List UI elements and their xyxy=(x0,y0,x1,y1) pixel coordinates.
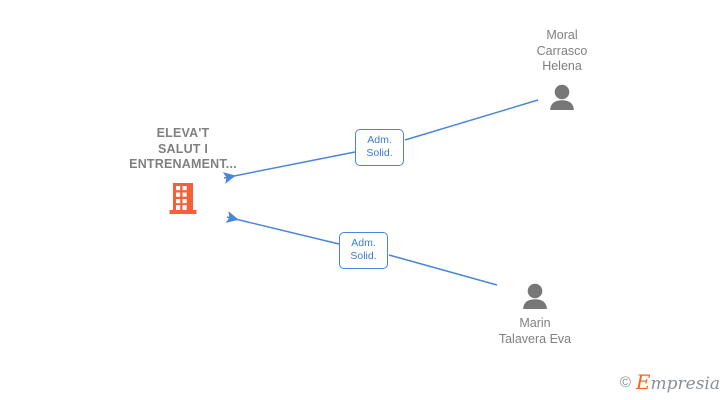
person-icon xyxy=(460,283,610,309)
copyright-icon: © xyxy=(619,374,631,391)
brand-rest: mpresia xyxy=(650,374,721,394)
company-node[interactable]: ELEVA'T SALUT I ENTRENAMENT... xyxy=(108,126,258,215)
edge-line-top xyxy=(222,99,539,184)
edge-line-bottom xyxy=(225,211,498,286)
person-icon xyxy=(487,84,637,110)
person-node-top[interactable]: Moral Carrasco Helena xyxy=(487,28,637,110)
person-name-label: Moral Carrasco Helena xyxy=(536,28,588,73)
edge-label-bottom[interactable]: Adm. Solid. xyxy=(339,232,388,269)
building-icon xyxy=(108,182,258,215)
edge-label-top[interactable]: Adm. Solid. xyxy=(355,129,404,166)
watermark: © Empresia xyxy=(620,372,720,393)
person-node-bottom[interactable]: Marin Talavera Eva xyxy=(460,283,610,347)
person-name-label: Marin Talavera Eva xyxy=(498,316,572,346)
company-name-label: ELEVA'T SALUT I ENTRENAMENT... xyxy=(129,126,237,171)
brand-initial: E xyxy=(635,370,651,394)
brand-logo: Empresia xyxy=(636,372,720,393)
